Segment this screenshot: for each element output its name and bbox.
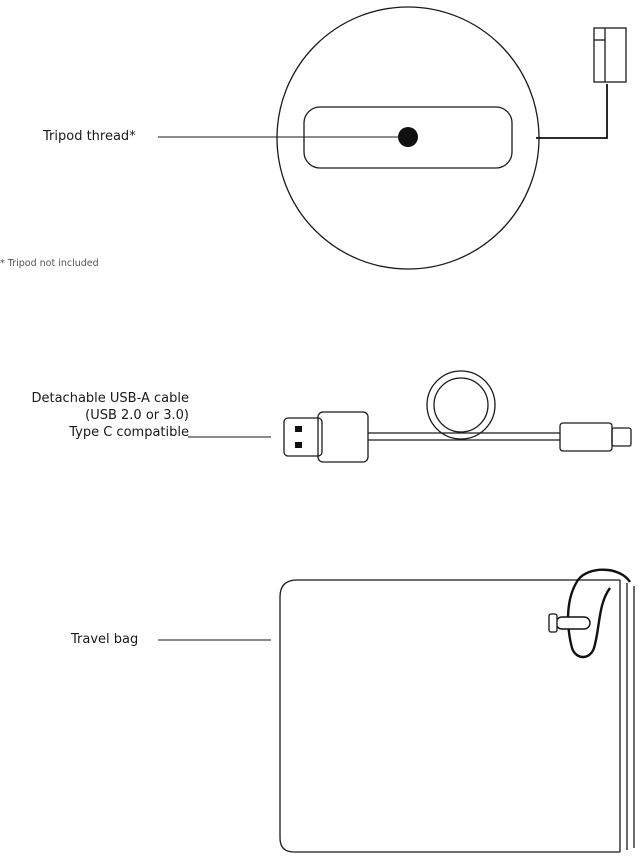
- webcam-plug: [593, 27, 627, 83]
- tripod-thread-hole: [398, 127, 418, 147]
- usb-c-housing: [559, 422, 613, 452]
- usb-c-tip: [611, 427, 632, 447]
- tripod-thread-label: Tripod thread*: [43, 129, 136, 144]
- drawstring-loop: [566, 568, 632, 659]
- cable-label-line-2: (USB 2.0 or 3.0): [85, 408, 189, 423]
- webcam-cable: [536, 84, 608, 139]
- usb-a-pin-top: [295, 426, 302, 432]
- webcam-base-illustration: [158, 6, 627, 270]
- usb-a-pin-bottom: [295, 442, 302, 448]
- travel-bag-illustration: [158, 568, 635, 853]
- usb-a-plug: [283, 417, 323, 457]
- cord-stopper-tab: [548, 613, 558, 633]
- cable-label: Detachable USB-A cable (USB 2.0 or 3.0) …: [31, 390, 189, 441]
- cable-coil-outer: [426, 370, 496, 440]
- usb-cable-illustration: [188, 370, 632, 463]
- usb-a-housing: [317, 411, 369, 463]
- bag-outline: [279, 579, 620, 853]
- cable-coil-inner: [433, 377, 489, 433]
- cable-label-line-1: Detachable USB-A cable: [31, 391, 189, 406]
- tripod-footnote: * Tripod not included: [0, 258, 99, 269]
- travel-bag-label: Travel bag: [71, 632, 139, 647]
- cable-label-line-3: Type C compatible: [69, 425, 189, 440]
- cord-stopper: [555, 616, 591, 630]
